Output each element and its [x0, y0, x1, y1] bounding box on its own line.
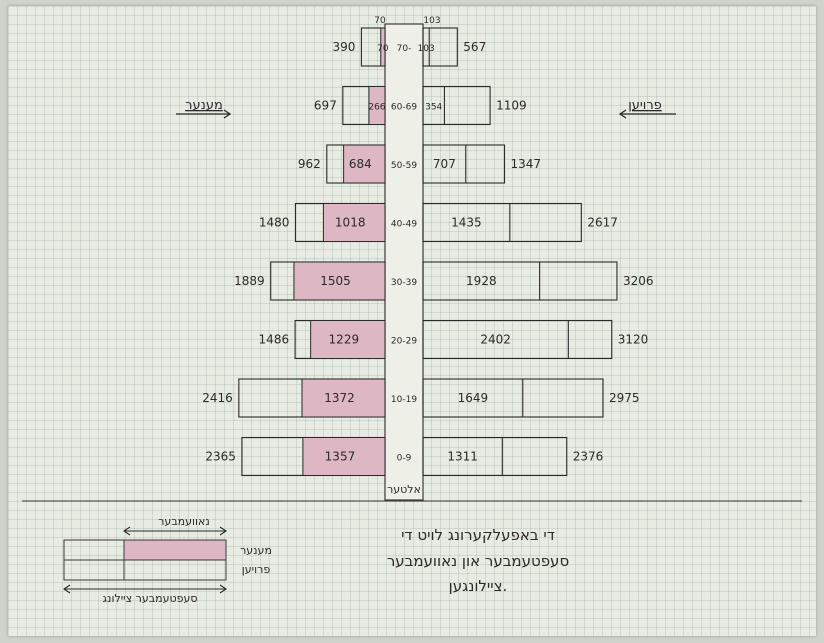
- women-september-label: 707: [433, 157, 456, 171]
- women-total-bar: [422, 27, 458, 67]
- bars-layer: 390 70 567 103 70- 697 266 1109 354 60-69 962 684 13…: [202, 27, 654, 477]
- men-september-bar: [380, 27, 386, 67]
- women-total-bar: [422, 85, 491, 126]
- men-total-label: 1480: [259, 216, 290, 230]
- men-september-bar: [322, 203, 386, 242]
- top-tick-left: 70: [374, 16, 386, 26]
- women-header: פרויען: [628, 98, 662, 113]
- men-september-bar: [368, 86, 386, 125]
- legend-men-september-fill: [123, 539, 227, 561]
- age-group-label: 60-69: [391, 103, 417, 113]
- men-arrow-icon: [176, 109, 232, 119]
- women-total-bar: [422, 436, 568, 477]
- men-september-bar: [302, 437, 386, 476]
- women-september-label: 354: [425, 103, 442, 113]
- legend-september-label: סעפטעמבער ציילונג: [103, 592, 198, 605]
- men-september-label: 1505: [320, 274, 351, 288]
- men-header: מענער: [185, 98, 223, 113]
- men-september-bar: [293, 261, 386, 301]
- women-total-bar: [422, 144, 506, 184]
- age-group-label: 70-: [397, 44, 412, 54]
- age-group-label: 10-19: [391, 395, 417, 405]
- age-group-label: 40-49: [391, 220, 417, 230]
- men-september-bar: [310, 320, 386, 359]
- women-total-label: 3206: [623, 274, 654, 288]
- women-total-label: 2617: [587, 216, 618, 230]
- men-total-label: 962: [298, 157, 321, 171]
- age-axis-label: אלטער: [387, 483, 421, 496]
- population-pyramid-chart: 70 103 אלטער מענער פרויען 390 70 567 103 70-…: [22, 16, 802, 605]
- age-group-label: 30-39: [391, 278, 417, 288]
- title-line-1: די באפעלקערונג לויט די: [401, 526, 555, 544]
- age-group-label: 0-9: [397, 454, 412, 464]
- men-september-label: 684: [349, 157, 372, 171]
- men-total-label: 390: [332, 40, 355, 54]
- legend: נאוועמבער מענער פרויען סעפטעמבער ציילונג: [63, 515, 272, 605]
- men-september-bar: [301, 378, 386, 418]
- men-september-label: 1372: [324, 391, 355, 405]
- graph-paper-sheet: 70 103 אלטער מענער פרויען 390 70 567 103 70-…: [8, 6, 816, 636]
- legend-women-label: פרויען: [242, 563, 271, 576]
- legend-november-label: נאוועמבער: [158, 515, 210, 528]
- men-total-label: 697: [314, 99, 337, 113]
- men-september-label: 70: [377, 44, 389, 54]
- legend-men-label: מענער: [240, 544, 272, 557]
- legend-november-arrow-icon: [123, 526, 227, 536]
- legend-women-box: [63, 559, 227, 581]
- women-september-label: 1649: [458, 391, 489, 405]
- legend-september-arrow-icon: [63, 584, 227, 594]
- women-total-bar: [422, 261, 618, 301]
- women-september-label: 2402: [480, 333, 511, 347]
- age-group-label: 50-59: [391, 161, 417, 171]
- age-group-label: 20-29: [391, 337, 417, 347]
- women-total-label: 1347: [510, 157, 541, 171]
- men-september-label: 1357: [325, 450, 356, 464]
- men-september-label: 1018: [335, 216, 366, 230]
- men-total-label: 1889: [234, 274, 265, 288]
- women-arrow-icon: [618, 109, 676, 119]
- men-total-label: 1486: [259, 333, 290, 347]
- women-september-label: 1435: [451, 216, 482, 230]
- title-line-3: ציילונגען.: [449, 577, 508, 595]
- women-total-label: 567: [463, 40, 486, 54]
- women-september-label: 1928: [466, 274, 497, 288]
- women-september-label: 1311: [447, 450, 478, 464]
- women-total-bar: [422, 378, 604, 418]
- women-total-bar: [422, 319, 613, 360]
- women-total-label: 2376: [573, 450, 604, 464]
- age-column: [384, 23, 424, 501]
- men-september-label: 266: [368, 103, 385, 113]
- women-total-label: 3120: [618, 333, 649, 347]
- women-total-bar: [422, 202, 582, 243]
- men-total-label: 2365: [205, 450, 236, 464]
- men-september-bar: [343, 144, 386, 184]
- women-september-label: 103: [418, 44, 435, 54]
- title-line-2: סעפטעמבער און נאוועמבער: [387, 552, 569, 570]
- men-september-label: 1229: [329, 333, 360, 347]
- top-tick-right: 103: [423, 16, 440, 26]
- men-total-label: 2416: [202, 391, 233, 405]
- women-total-label: 1109: [496, 99, 527, 113]
- women-total-label: 2975: [609, 391, 640, 405]
